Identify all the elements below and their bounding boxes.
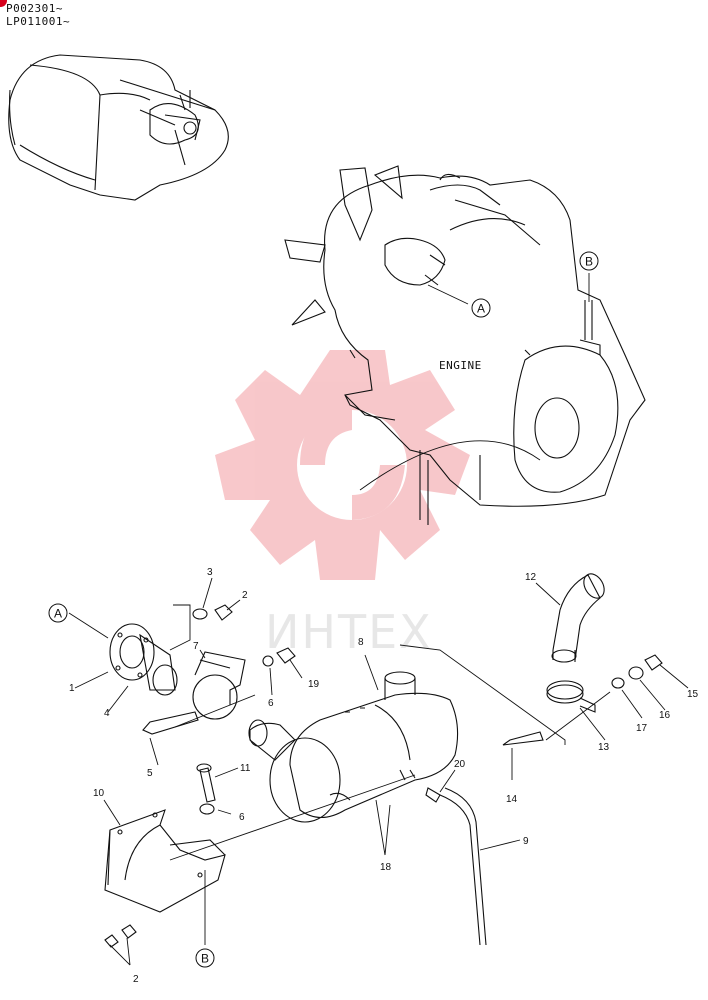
callout-17: 17 bbox=[636, 723, 648, 734]
part-12-pipe bbox=[551, 573, 605, 663]
callout-18: 18 bbox=[380, 862, 392, 873]
callout-7: 7 bbox=[193, 641, 199, 652]
ref-a-top: A bbox=[477, 302, 485, 316]
part-1-elbow bbox=[109, 623, 178, 696]
callout-14: 14 bbox=[506, 794, 518, 805]
part-8-muffler bbox=[248, 671, 459, 823]
callout-11: 11 bbox=[240, 763, 251, 774]
ref-a-bottom: A bbox=[54, 607, 62, 621]
callout-4: 4 bbox=[104, 708, 110, 719]
callout-10: 10 bbox=[93, 788, 105, 799]
leader-lines bbox=[68, 273, 689, 966]
watermark-text: ИНТЕХ bbox=[265, 605, 433, 659]
callout-3: 3 bbox=[207, 567, 213, 578]
hardware bbox=[104, 604, 663, 948]
reference-circles bbox=[48, 251, 599, 968]
callout-2-top: 2 bbox=[242, 590, 248, 601]
serial-range-1: P002301~ bbox=[6, 2, 63, 15]
ref-b-top: B bbox=[585, 255, 593, 269]
part-10-bracket bbox=[104, 809, 226, 913]
callout-12: 12 bbox=[525, 572, 537, 583]
callout-8: 8 bbox=[358, 637, 364, 648]
callout-16: 16 bbox=[659, 710, 671, 721]
callout-15: 15 bbox=[687, 689, 699, 700]
callout-13: 13 bbox=[598, 742, 610, 753]
machine-overview bbox=[8, 54, 229, 201]
callout-9: 9 bbox=[523, 836, 529, 847]
page-marker bbox=[0, 0, 7, 7]
watermark-gear bbox=[215, 350, 470, 580]
callout-6-bottom: 6 bbox=[239, 812, 245, 823]
part-callouts: 1 2 2 3 4 5 6 6 7 8 9 10 11 12 13 14 15 … bbox=[69, 567, 699, 985]
callout-19: 19 bbox=[308, 679, 320, 690]
callout-1: 1 bbox=[69, 683, 75, 694]
engine-drawing bbox=[284, 165, 646, 525]
part-13-clamp bbox=[546, 680, 596, 713]
part-9-pipe bbox=[425, 787, 487, 946]
engine-label: ENGINE bbox=[439, 359, 482, 372]
serial-range-2: LP011001~ bbox=[6, 15, 71, 28]
callout-2-bottom: 2 bbox=[133, 974, 139, 985]
callout-6-top: 6 bbox=[268, 698, 274, 709]
callout-5: 5 bbox=[147, 768, 153, 779]
ref-b-bottom: B bbox=[201, 952, 209, 966]
callout-20: 20 bbox=[454, 759, 466, 770]
